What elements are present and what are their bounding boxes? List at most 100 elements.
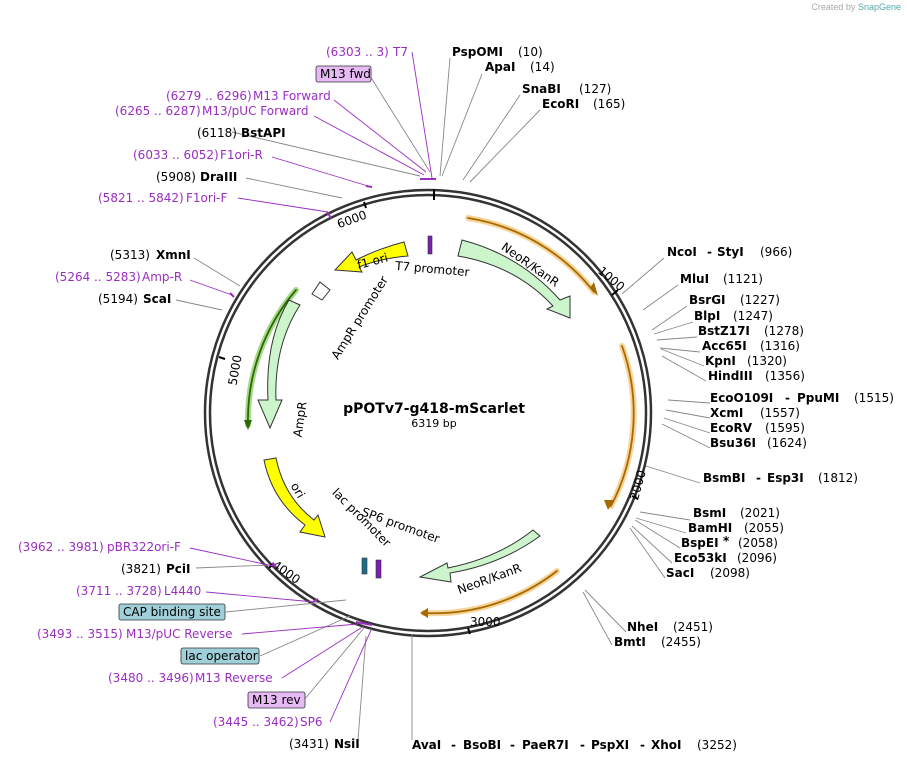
primer-m13forward-name[interactable]: M13 Forward — [253, 89, 331, 103]
enz-nhei[interactable]: NheI — [627, 620, 658, 634]
primer-ampr-name[interactable]: Amp-R — [142, 270, 182, 284]
enz-esp3i[interactable]: Esp3I — [767, 471, 804, 485]
primer-sp6-name[interactable]: SP6 — [300, 715, 323, 729]
leader-scai — [175, 299, 223, 311]
enz-ncoi[interactable]: NcoI — [667, 245, 697, 259]
leader-draiii — [245, 177, 343, 199]
pleader-m13pucr — [241, 623, 359, 635]
primer-f1orif-name[interactable]: F1ori-F — [186, 191, 227, 205]
neor-arrow-2 — [418, 529, 541, 583]
neor-arrow-1 — [457, 239, 571, 319]
enz-bsu36i[interactable]: Bsu36I — [710, 436, 756, 450]
enz-ecoo109i[interactable]: EcoO109I — [710, 391, 773, 405]
enz-eco53ki[interactable]: Eco53kI — [674, 551, 727, 565]
enz-bamhi[interactable]: BamHI — [688, 521, 732, 535]
enz-xmni[interactable]: XmnI — [156, 248, 191, 262]
leader-ecorv — [663, 417, 711, 434]
pos-pcii: (3821) — [121, 562, 161, 576]
primer-t7-name[interactable]: T7 — [392, 45, 408, 59]
enz-mlui[interactable]: MluI — [680, 272, 709, 286]
enz-draiii[interactable]: DraIII — [200, 170, 237, 184]
leader-bsmi — [639, 511, 691, 521]
leader-nsii — [357, 635, 367, 741]
pleader-m13forward — [333, 99, 427, 173]
pos-nhei: (2451) — [673, 620, 713, 634]
enz-bsmi[interactable]: BsmI — [693, 506, 726, 520]
tick-label-5000: 5000 — [226, 354, 245, 387]
enz-bsrgi[interactable]: BsrGI — [689, 293, 726, 307]
enz-acc65i[interactable]: Acc65I — [702, 339, 747, 353]
primer-pbr-range: (3962 .. 3981) — [18, 540, 104, 554]
primer-m13pucr-name[interactable]: M13/pUC Reverse — [126, 627, 233, 641]
tick-label-3000: 3000 — [470, 615, 501, 629]
enz-bsobi[interactable]: BsoBI — [463, 738, 501, 752]
credit-brand: SnapGene — [857, 2, 901, 12]
enz-bspei[interactable]: BspEI — [681, 536, 719, 550]
pleader-pbr — [189, 547, 274, 567]
leader-bsu36i — [661, 423, 711, 449]
enz-xcmi[interactable]: XcmI — [710, 406, 743, 420]
enz-bsmbi[interactable]: BsmBI — [703, 471, 745, 485]
pos-snabi: (127) — [579, 82, 611, 96]
leader-bamhi — [635, 517, 687, 534]
cap-binding-label: CAP binding site — [123, 605, 221, 619]
enz-scai[interactable]: ScaI — [143, 292, 171, 306]
primer-m13pucf-name[interactable]: M13/pUC Forward — [202, 104, 309, 118]
pos-bspei: (2058) — [738, 536, 778, 550]
enz-kpni[interactable]: KpnI — [705, 354, 736, 368]
orf-arc-1 — [467, 217, 595, 293]
left-labels: (6303 .. 3) T7 M13 fwd (6279 .. 6296) M1… — [18, 45, 408, 751]
enz-xhoi[interactable]: XhoI — [651, 738, 682, 752]
enz-pcii[interactable]: PciI — [166, 562, 191, 576]
primer-m13pucr-range: (3493 .. 3515) — [37, 627, 123, 641]
leader-bstapi — [231, 131, 421, 177]
enz-esp3i-dash: - — [756, 471, 761, 485]
dash-1: - — [451, 738, 456, 752]
enz-nsii[interactable]: NsiI — [334, 737, 360, 751]
pleader-ampr — [189, 279, 233, 296]
enz-bmti[interactable]: BmtI — [614, 635, 646, 649]
m13-rev-box[interactable] — [247, 691, 306, 709]
enz-pspxi[interactable]: PspXI — [591, 738, 629, 752]
leader-blpi — [653, 321, 694, 335]
tick-3000 — [467, 627, 471, 635]
m13-fwd-box[interactable] — [315, 65, 372, 83]
primer-sp6-range: (3445 .. 3462) — [213, 715, 299, 729]
primer-f1orir-name[interactable]: F1ori-R — [220, 148, 263, 162]
cap-binding-box[interactable] — [118, 603, 226, 621]
primer-pbr-name[interactable]: pBR322ori-F — [107, 540, 181, 554]
enz-blpi[interactable]: BlpI — [694, 309, 720, 323]
enz-paer7i[interactable]: PaeR7I — [522, 738, 569, 752]
dash-3: - — [580, 738, 585, 752]
dash-2: - — [510, 738, 515, 752]
enz-bstz17i[interactable]: BstZ17I — [698, 324, 750, 338]
ori-arrow — [263, 457, 326, 538]
orf-arrowhead-2 — [604, 500, 614, 510]
plasmid-size: 6319 bp — [411, 417, 456, 430]
lac-operator-box[interactable] — [180, 647, 260, 665]
leader-pspomi — [439, 57, 451, 177]
enz-snabi[interactable]: SnaBI — [522, 82, 561, 96]
pos-blpi: (1247) — [733, 309, 773, 323]
pos-bmti: (2455) — [661, 635, 701, 649]
ampr-arrow — [257, 299, 301, 430]
enz-apai[interactable]: ApaI — [485, 60, 515, 74]
enz-hindiii[interactable]: HindIII — [708, 369, 753, 383]
leader-ecoo109i — [667, 399, 711, 404]
pleader-f1orir — [271, 156, 369, 187]
enz-saci[interactable]: SacI — [666, 566, 694, 580]
primer-l4440-name[interactable]: L4440 — [164, 584, 201, 598]
enz-pspomi[interactable]: PspOMI — [452, 45, 503, 59]
enz-avai[interactable]: AvaI — [412, 738, 441, 752]
enz-styi[interactable]: StyI — [717, 245, 744, 259]
pos-nsii: (3431) — [289, 737, 329, 751]
enz-ppumi[interactable]: PpuMI — [797, 391, 839, 405]
leader-saci — [629, 527, 666, 579]
leader-bspei — [634, 519, 681, 549]
enz-ecorv[interactable]: EcoRV — [710, 421, 753, 435]
primer-m13reverse-name[interactable]: M13 Reverse — [195, 671, 273, 685]
enz-bstapi[interactable]: BstAPI — [241, 126, 286, 140]
pleader-l4440 — [205, 591, 315, 603]
enz-ecori[interactable]: EcoRI — [542, 97, 579, 111]
ampr-arrowhead — [244, 420, 252, 430]
